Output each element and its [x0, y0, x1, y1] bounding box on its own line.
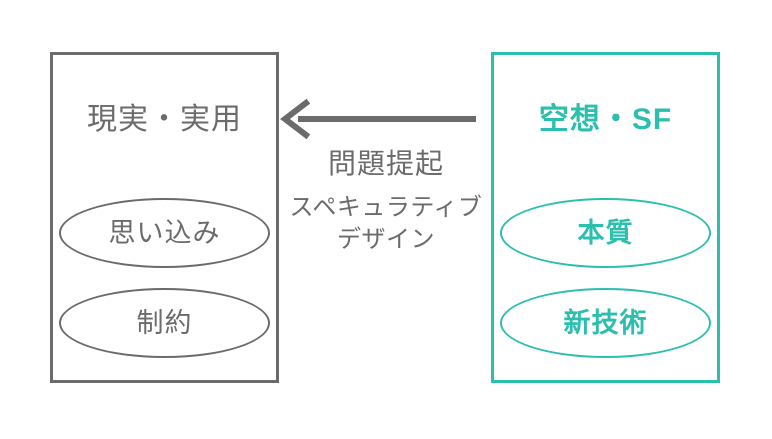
connector-secondary-label: スペキュラティブ デザイン	[280, 192, 492, 255]
node-assumption: 思い込み	[59, 198, 270, 268]
node-constraint: 制約	[59, 288, 270, 358]
panel-reality-practical: 現実・実用 思い込み 制約	[50, 52, 279, 383]
node-new-technology: 新技術	[500, 288, 711, 358]
connector-secondary-line-1: スペキュラティブ	[289, 194, 483, 222]
node-new-technology-label: 新技術	[563, 307, 648, 338]
left-arrow-icon	[280, 98, 476, 140]
panel-right-title: 空想・SF	[538, 103, 673, 136]
connector-arrow	[280, 96, 492, 142]
panel-fantasy-scifi: 空想・SF 本質 新技術	[491, 52, 720, 383]
node-constraint-label: 制約	[136, 307, 193, 338]
connector-primary-label: 問題提起	[327, 148, 444, 179]
node-assumption-label: 思い込み	[108, 217, 221, 248]
connector-labels: 問題提起 スペキュラティブ デザイン	[280, 147, 492, 255]
panel-left-title: 現実・実用	[87, 103, 242, 136]
connector-secondary-line-2: デザイン	[337, 225, 435, 253]
node-essence: 本質	[500, 198, 711, 268]
node-essence-label: 本質	[577, 217, 634, 248]
